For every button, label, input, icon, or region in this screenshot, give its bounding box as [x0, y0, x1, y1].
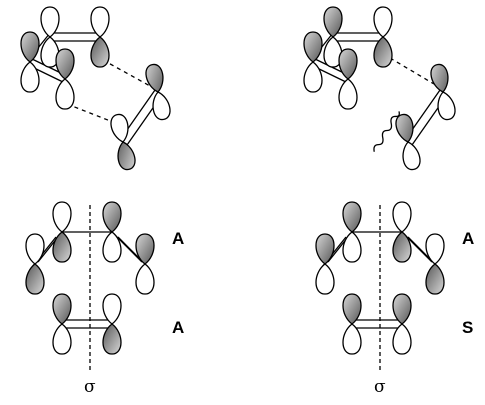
orbital-lobe — [110, 113, 129, 143]
orbital-lobe — [342, 201, 362, 233]
orbital-lobe — [55, 48, 75, 80]
diene-symmetry-label-right: A — [462, 229, 474, 248]
orbital-lobe — [90, 36, 110, 68]
orbital-lobe — [323, 36, 343, 68]
orbitals-top-left — [20, 6, 171, 171]
orbital-lobe — [437, 91, 456, 121]
diene-symmetry-label-left: A — [172, 229, 184, 248]
panel-bottom-left — [31, 205, 149, 372]
orbital-lobe — [145, 63, 164, 93]
orbital-lobe — [102, 323, 122, 355]
orbital-lobe — [342, 293, 362, 325]
orbital-lobe — [40, 36, 60, 68]
orbital-lobe — [303, 61, 323, 93]
p-orbital — [338, 48, 358, 110]
p-orbital — [25, 233, 45, 295]
wavy-bond-icon — [373, 111, 400, 152]
p-orbital — [395, 113, 421, 171]
dienophile-symmetry-label-right: S — [462, 318, 473, 337]
orbital-lobe — [52, 201, 72, 233]
orbital-lobe — [425, 233, 445, 265]
p-orbital — [373, 6, 393, 68]
orbital-lobe — [315, 233, 335, 265]
orbitals-bottom-left — [25, 201, 155, 355]
orbital-lobe — [315, 263, 335, 295]
orbital-lobe — [430, 63, 449, 93]
orbital-lobe — [135, 263, 155, 295]
orbital-lobe — [52, 231, 72, 263]
orbital-lobe — [338, 48, 358, 80]
orbital-lobe — [338, 78, 358, 110]
orbital-lobe — [342, 231, 362, 263]
p-orbital — [102, 201, 122, 263]
p-orbital — [55, 48, 75, 110]
p-orbital — [392, 201, 412, 263]
p-orbital — [315, 233, 335, 295]
orbital-lobe — [392, 293, 412, 325]
p-orbital — [342, 201, 362, 263]
orbital-lobe — [135, 233, 155, 265]
orbital-lobe — [55, 78, 75, 110]
p-orbital — [342, 293, 362, 355]
orbital-lobe — [395, 113, 414, 143]
orbitals-bottom-right — [315, 201, 445, 355]
orbital-lobe — [373, 36, 393, 68]
p-orbital — [20, 31, 40, 93]
p-orbital — [40, 6, 60, 68]
orbital-lobe — [303, 31, 323, 63]
orbital-lobe — [392, 231, 412, 263]
p-orbital — [430, 63, 456, 121]
orbitals-top-right — [303, 6, 456, 171]
orbital-lobe — [102, 231, 122, 263]
p-orbital — [323, 6, 343, 68]
p-orbital — [425, 233, 445, 295]
p-orbital — [135, 233, 155, 295]
orbital-lobe — [20, 61, 40, 93]
p-orbital — [145, 63, 171, 121]
p-orbital — [102, 293, 122, 355]
orbital-lobe — [117, 141, 136, 171]
orbital-lobe — [20, 31, 40, 63]
orbital-lobe — [52, 293, 72, 325]
orbital-lobe — [152, 91, 171, 121]
p-orbital — [90, 6, 110, 68]
dienophile-symmetry-label-left: A — [172, 318, 184, 337]
p-orbital — [52, 293, 72, 355]
mirror-symbol-left: σ — [84, 377, 96, 397]
mirror-symbol-right: σ — [374, 377, 386, 397]
p-orbital — [303, 31, 323, 93]
orbital-lobe — [52, 323, 72, 355]
orbital-lobe — [90, 6, 110, 38]
p-orbital — [52, 201, 72, 263]
p-orbital — [392, 293, 412, 355]
orbital-lobe — [342, 323, 362, 355]
orbital-lobe — [425, 263, 445, 295]
orbital-lobe — [323, 6, 343, 38]
orbital-lobe — [25, 233, 45, 265]
orbital-lobe — [373, 6, 393, 38]
orbital-lobe — [102, 201, 122, 233]
orbital-lobe — [25, 263, 45, 295]
orbital-lobe — [102, 293, 122, 325]
orbital-lobe — [40, 6, 60, 38]
panel-bottom-right — [321, 205, 439, 372]
orbital-lobe — [392, 201, 412, 233]
p-orbital — [110, 113, 136, 171]
orbital-lobe — [392, 323, 412, 355]
orbital-lobe — [402, 141, 421, 171]
